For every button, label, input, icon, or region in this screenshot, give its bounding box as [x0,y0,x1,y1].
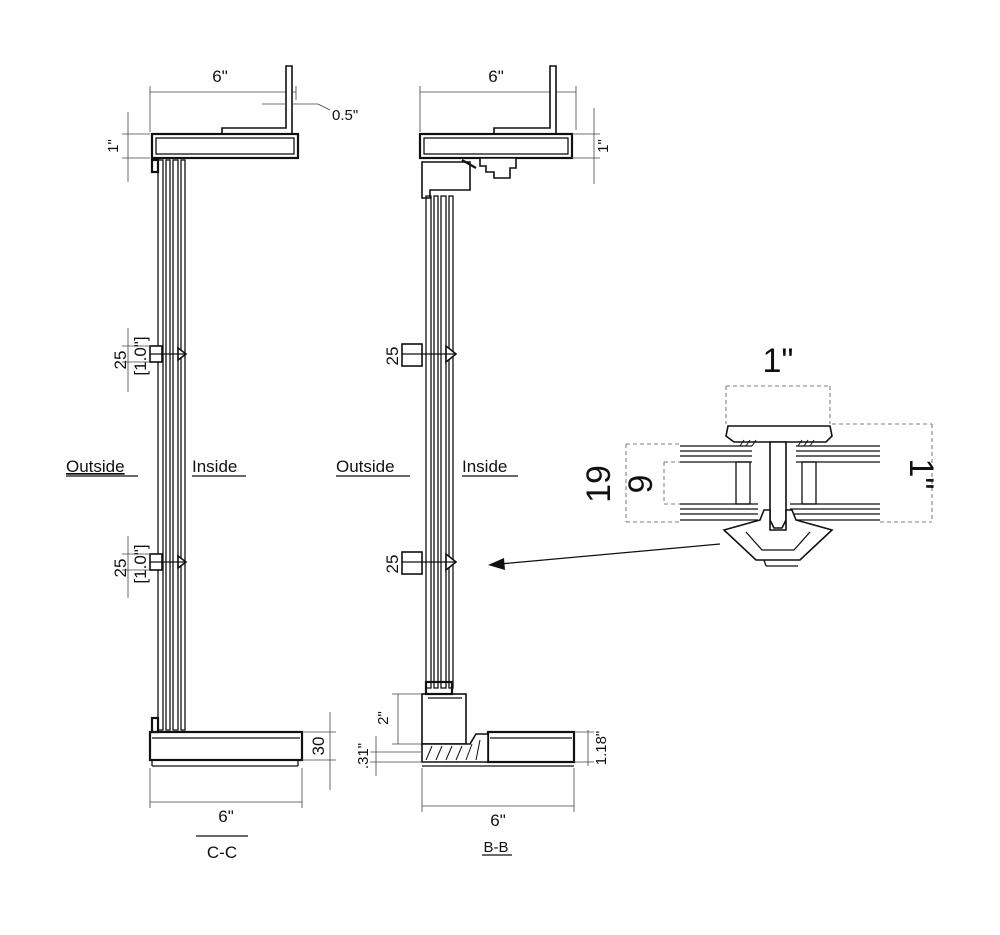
detail-right-dimension: 1" [832,423,940,523]
bb-bottom-frame [421,680,467,745]
cc-top-angle [221,65,293,135]
bb-inside-label: Inside [462,457,507,476]
cc-upper-clip-label: 25 [111,351,130,370]
bb-lower-clip: 25 [383,551,458,575]
cc-glass-panes [150,158,186,734]
cc-bottom-height-dimension: 30 [302,712,336,790]
cc-bottom-width-dimension: 6" [149,768,303,826]
bb-top-height-label: 1" [595,139,612,153]
cc-top-width-label: 6" [212,67,228,86]
detail-cap-width-label: 1" [763,342,794,380]
bb-glass-panes [425,195,454,689]
bb-top-height-dimension: 1" [572,108,612,184]
detail-t-cap [725,425,833,529]
bb-frame-height-dimension: 2" [375,693,422,745]
bb-sill-offset-dimension: .31" [355,736,422,776]
cc-top-width-dimension: 6" [149,67,297,132]
detail-inner-label: 9 [622,475,660,494]
cc-bottom-width-label: 6" [218,807,234,826]
bb-sill [421,730,576,767]
detail-receptor [722,509,834,567]
bb-top-width-label: 6" [488,67,504,86]
section-cc: 6" 0.5" 1" [66,65,358,862]
detail-cap-width-dimension: 1" [725,342,831,424]
bb-outside-label: Outside [336,457,395,476]
section-bb: 6" 1" 25 [336,65,612,856]
detail-leader-arrow [488,543,721,570]
bb-sill-height-dimension: 1.18" [574,730,610,766]
bb-head-receptor [421,157,517,199]
bb-bottom-width-label: 6" [490,811,506,830]
bb-lower-clip-label: 25 [383,555,402,574]
bb-section-title: B-B [483,839,508,856]
bb-sill-height-label: 1.18" [593,731,610,766]
bb-frame-height-label: 2" [375,711,392,725]
cc-lower-clip: 25 [1.0"] [111,536,188,598]
cc-upper-clip: 25 [1.0"] [111,328,188,392]
cc-outside-label: Outside [66,457,125,476]
bb-upper-clip-label: 25 [383,347,402,366]
cc-lower-clip-inch-label: [1.0"] [131,544,150,583]
cc-top-gap-label: 0.5" [332,107,358,124]
detail-right-label: 1" [902,459,940,490]
cc-head-box [150,132,300,160]
cc-section-title: C-C [207,843,237,862]
cc-bottom-height-label: 30 [309,737,328,756]
cc-lower-clip-label: 25 [111,559,130,578]
cc-upper-clip-inch-label: [1.0"] [131,336,150,375]
bb-upper-clip: 25 [383,343,458,367]
cc-top-gap-dimension: 0.5" [262,103,358,124]
cc-sill [148,730,304,767]
bb-bottom-width-dimension: 6" [421,768,575,830]
cc-inside-label: Inside [192,457,237,476]
cc-top-height-label: 1" [105,139,122,153]
detail-glass-layers [680,445,880,521]
detail-inner-dimension: 9 [622,461,680,505]
detail-overall-dimension: 19 [580,443,680,523]
cc-top-height-dimension: 1" [105,112,150,182]
clip-detail: 1" [580,342,940,567]
detail-overall-label: 19 [580,465,618,503]
bb-sill-offset-label: .31" [355,743,372,769]
